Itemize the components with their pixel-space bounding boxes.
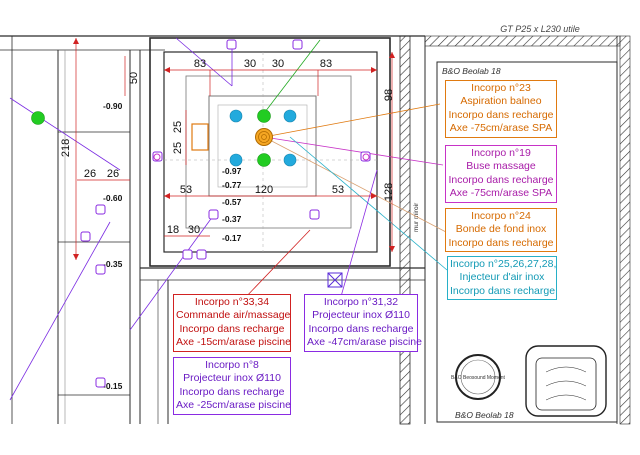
level-left-3: -0.35 (103, 259, 123, 269)
left-walls (11, 36, 425, 424)
pool-outer-wall (149, 37, 391, 267)
dim-30-bottom: 30 (188, 224, 200, 236)
control-buttons (153, 153, 370, 161)
dim-83-left: 83 (194, 58, 206, 70)
title-block-hatch (424, 35, 621, 47)
drain-grate (255, 128, 273, 146)
mirror-wall-hatch (399, 35, 411, 425)
dimension-ticks (73, 38, 395, 260)
svg-text:B&O Beosound Moment: B&O Beosound Moment (451, 375, 506, 381)
dim-25-bottom: 25 (172, 142, 184, 154)
callout-air-injectors: Incorpo n°25,26,27,28, Injecteur d'air i… (447, 256, 557, 301)
dim-98: 98 (383, 89, 395, 101)
dim-128: 128 (383, 183, 395, 201)
level-center-3: -0.57 (222, 197, 242, 207)
callout-control-33-34: Incorpo n°33,34 Commande air/massage Inc… (173, 294, 291, 352)
level-center-4: -0.37 (222, 214, 242, 224)
suction-intake (191, 123, 209, 151)
pool-inner-wall (163, 51, 378, 253)
dim-218: 218 (60, 139, 72, 157)
level-left-1: -0.90 (103, 101, 123, 111)
dim-30-right: 30 (272, 58, 284, 70)
pipe-marker (327, 272, 343, 288)
speaker-round-unit: B&O Beosound Moment (451, 354, 506, 400)
level-center-1: -0.97 (222, 166, 242, 176)
level-left-4: -0.15 (103, 381, 123, 391)
dim-120: 120 (255, 184, 273, 196)
title-block-label: GT P25 x L230 utile (500, 24, 580, 34)
level-left-2: -0.60 (103, 193, 123, 203)
dim-53-left: 53 (180, 184, 192, 196)
speaker-label-bottom: B&O Beolab 18 (455, 410, 514, 420)
right-edge-hatch (619, 35, 631, 425)
callout-massage-jet-19: Incorpo n°19 Buse massage Incorpo dans r… (445, 145, 557, 203)
level-center-5: -0.17 (222, 233, 242, 243)
callout-drain-24: Incorpo n°24 Bonde de fond inox Incorpo … (445, 208, 557, 253)
blue-air-injectors (229, 109, 297, 167)
dim-53-right: 53 (332, 184, 344, 196)
dim-26-left: 26 (84, 168, 96, 180)
level-center-2: -0.77 (222, 180, 242, 190)
green-jets (31, 109, 271, 167)
dim-50: 50 (128, 72, 140, 84)
speaker-label-top: B&O Beolab 18 (442, 66, 501, 76)
dimension-lines (75, 38, 393, 260)
callout-suction-23: Incorpo n°23 Aspiration balneo Incorpo d… (445, 80, 557, 138)
dim-30-left: 30 (244, 58, 256, 70)
callout-projector-31-32: Incorpo n°31,32 Projecteur inox Ø110 Inc… (304, 294, 422, 352)
armchair (525, 345, 607, 417)
dim-18: 18 (167, 224, 179, 236)
leader-lines (9, 37, 448, 401)
callout-projector-8: Incorpo n°8 Projecteur inox Ø110 Incorpo… (173, 357, 291, 415)
dim-26-right: 26 (107, 168, 119, 180)
dim-83-right: 83 (320, 58, 332, 70)
dim-25-top: 25 (172, 121, 184, 133)
spa-tiers (164, 52, 377, 252)
